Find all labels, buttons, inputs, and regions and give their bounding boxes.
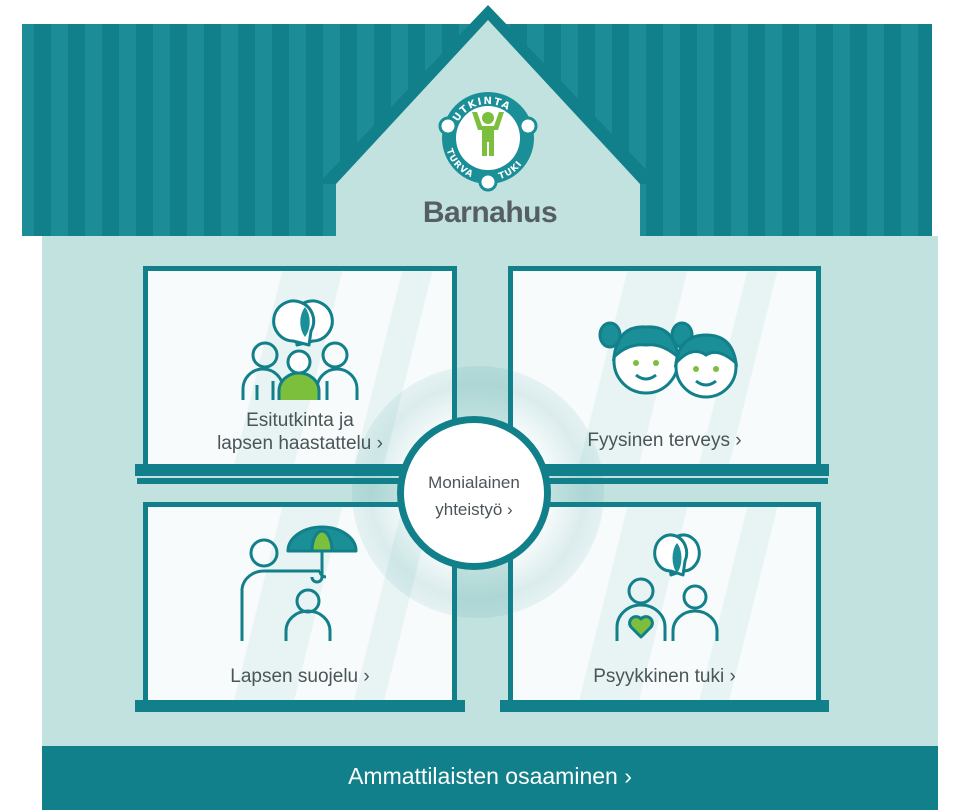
heart-support-icon: [615, 533, 719, 641]
brand-title: Barnahus: [422, 196, 558, 229]
window-sill: [135, 700, 465, 712]
window-sill: [500, 464, 829, 476]
children-faces-icon: [598, 321, 739, 399]
center-label: Monialainen yhteistyö ›: [404, 469, 544, 523]
window-esitutkinta[interactable]: Esitutkinta ja lapsen haastattelu ›: [135, 266, 465, 476]
window-psyykkinen-tuki[interactable]: Psyykkinen tuki ›: [500, 502, 829, 712]
window-frame: Psyykkinen tuki ›: [508, 502, 821, 702]
window-divider-beam: [502, 478, 828, 484]
footer-ammattilaisten-button[interactable]: Ammattilaisten osaaminen ›: [42, 746, 938, 810]
window-frame: Lapsen suojelu ›: [143, 502, 457, 702]
window-divider-beam: [137, 478, 463, 484]
center-monialainen-button[interactable]: Monialainen yhteistyö ›: [397, 416, 551, 570]
label-line: Monialainen: [428, 473, 520, 492]
window-frame: Fyysinen terveys ›: [508, 266, 821, 466]
label-line: lapsen haastattelu ›: [217, 433, 383, 454]
window-label: Esitutkinta ja lapsen haastattelu ›: [148, 409, 452, 455]
label-line: Esitutkinta ja: [246, 410, 354, 431]
window-sill: [500, 700, 829, 712]
window-lapsen-suojelu[interactable]: Lapsen suojelu ›: [135, 502, 465, 712]
footer-label: Ammattilaisten osaaminen ›: [348, 763, 632, 789]
window-sill: [135, 464, 465, 476]
window-label: Fyysinen terveys ›: [587, 430, 742, 451]
interview-people-icon: [241, 299, 359, 400]
barnahus-logo-icon: TUTKINTA TURVA TUKI: [438, 92, 538, 192]
window-frame: Esitutkinta ja lapsen haastattelu ›: [143, 266, 457, 466]
window-fyysinen-terveys[interactable]: Fyysinen terveys ›: [500, 266, 829, 476]
window-label: Lapsen suojelu ›: [230, 666, 370, 687]
umbrella-protection-icon: [240, 525, 358, 641]
window-label: Psyykkinen tuki ›: [593, 666, 736, 687]
label-line: yhteistyö ›: [435, 500, 513, 519]
